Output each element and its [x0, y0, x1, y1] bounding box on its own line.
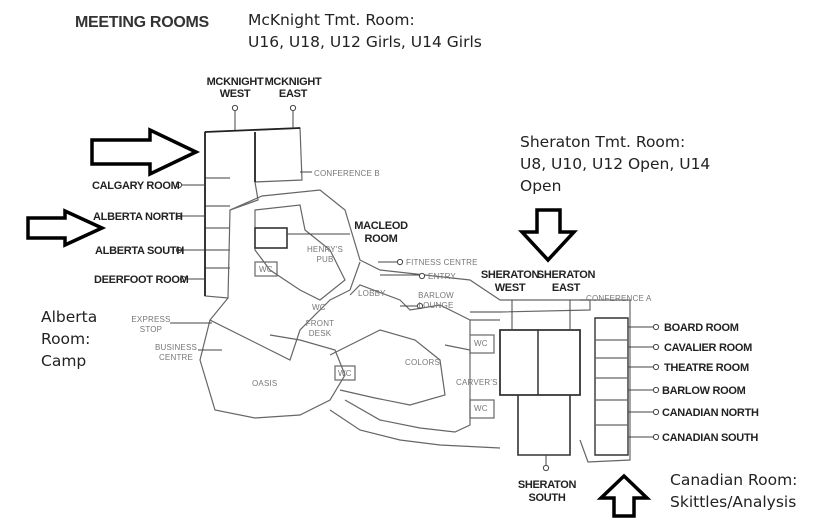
area-barlow-lounge: BARLOW LOUNGE: [418, 291, 454, 310]
room-sheraton-south: SHERATON SOUTH: [517, 479, 577, 504]
area-lobby: LOBBY: [358, 289, 386, 298]
area-wc: WC: [312, 303, 326, 312]
room-calgary: CALGARY ROOM: [92, 180, 180, 192]
arrow-right-icon: [90, 127, 201, 177]
area-wc: WC: [474, 404, 488, 413]
room-theatre: THEATRE ROOM: [664, 362, 749, 374]
area-conference-a: CONFERENCE A: [586, 294, 652, 303]
room-alberta-south: ALBERTA SOUTH: [95, 245, 184, 257]
area-henrys-pub: HENRY'S PUB: [306, 245, 344, 264]
area-entry: ENTRY: [428, 272, 456, 281]
room-mcknight-west: MCKNIGHT WEST: [206, 76, 264, 100]
alberta-note: Alberta Room: Camp: [41, 308, 98, 370]
area-colors: COLORS: [405, 358, 440, 367]
page-title: MEETING ROOMS: [75, 14, 209, 31]
room-sheraton-east: SHERATON EAST: [536, 269, 596, 294]
room-deerfoot: DEERFOOT ROOM: [94, 274, 189, 286]
room-canadian-south: CANADIAN SOUTH: [662, 432, 759, 444]
area-oasis: OASIS: [252, 379, 278, 388]
area-carvers: CARVER'S: [456, 378, 498, 387]
sheraton-note: Sheraton Tmt. Room: U8, U10, U12 Open, U…: [520, 133, 711, 195]
area-business-centre: BUSINESS CENTRE: [154, 343, 198, 362]
room-board: BOARD ROOM: [664, 322, 739, 334]
room-macleod: MACLEOD ROOM: [354, 220, 408, 245]
arrow-up-icon: [596, 473, 652, 518]
mcknight-note: McKnight Tmt. Room: U16, U18, U12 Girls,…: [248, 11, 482, 51]
area-conference-b: CONFERENCE B: [314, 169, 380, 178]
canadian-note: Canadian Room: Skittles/Analysis: [670, 471, 798, 511]
area-front-desk: FRONT DESK: [305, 319, 335, 338]
room-canadian-north: CANADIAN NORTH: [662, 407, 759, 419]
room-cavalier: CAVALIER ROOM: [664, 342, 752, 354]
area-express-stop: EXPRESS STOP: [131, 315, 171, 334]
arrow-down-icon: [517, 208, 579, 263]
room-alberta-north: ALBERTA NORTH: [93, 211, 183, 223]
room-sheraton-west: SHERATON WEST: [480, 269, 540, 294]
area-wc: WC: [474, 339, 488, 348]
arrow-right-icon: [26, 208, 107, 248]
room-barlow: BARLOW ROOM: [662, 385, 746, 397]
area-fitness-centre: FITNESS CENTRE: [406, 258, 478, 267]
room-mcknight-east: MCKNIGHT EAST: [264, 76, 322, 100]
area-wc: WC: [338, 369, 352, 378]
area-wc: WC: [259, 265, 273, 274]
